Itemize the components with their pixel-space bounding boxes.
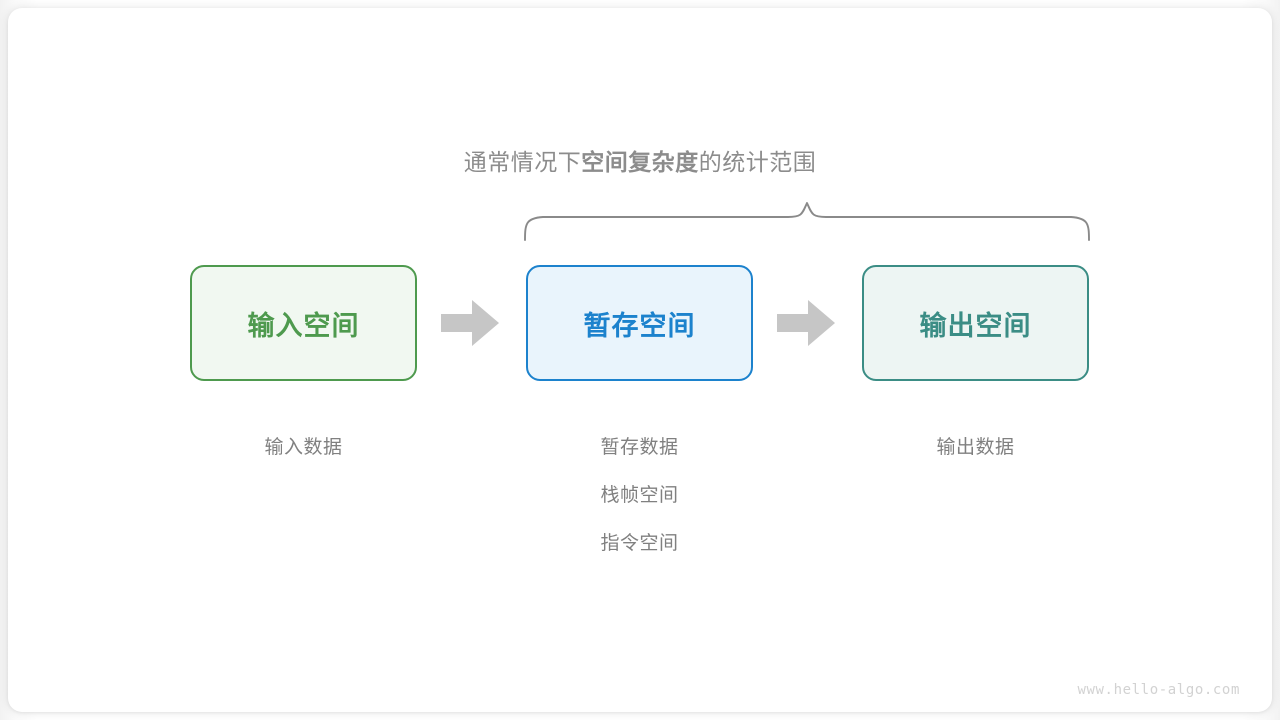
caption-item: 输出数据 <box>936 437 1015 458</box>
box-output-space[interactable]: 输出空间 <box>862 265 1089 381</box>
box-input-space[interactable]: 输入空间 <box>190 265 417 381</box>
scope-brace-icon <box>524 202 1090 241</box>
arrow-right-icon-temp-to-output <box>777 300 835 346</box>
brace-title-prefix: 通常情况下 <box>463 149 582 175</box>
caption-column-temp: 暂存数据 栈帧空间 指令空间 <box>526 424 753 568</box>
caption-item: 暂存数据 <box>600 437 679 458</box>
brace-title: 通常情况下空间复杂度的统计范围 <box>0 146 1280 178</box>
box-output-space-label: 输出空间 <box>919 310 1032 341</box>
caption-item: 栈帧空间 <box>600 485 679 506</box>
box-temp-space[interactable]: 暂存空间 <box>526 265 753 381</box>
box-temp-space-label: 暂存空间 <box>583 310 696 341</box>
box-input-space-label: 输入空间 <box>247 310 360 341</box>
arrow-right-icon-input-to-temp <box>441 300 499 346</box>
caption-item: 输入数据 <box>264 437 343 458</box>
caption-item: 指令空间 <box>600 533 679 554</box>
caption-column-input: 输入数据 <box>190 424 417 472</box>
caption-column-output: 输出数据 <box>862 424 1089 472</box>
brace-title-emphasis: 空间复杂度 <box>581 149 699 175</box>
watermark: www.hello-algo.com <box>1077 682 1240 698</box>
brace-title-suffix: 的统计范围 <box>698 149 817 175</box>
